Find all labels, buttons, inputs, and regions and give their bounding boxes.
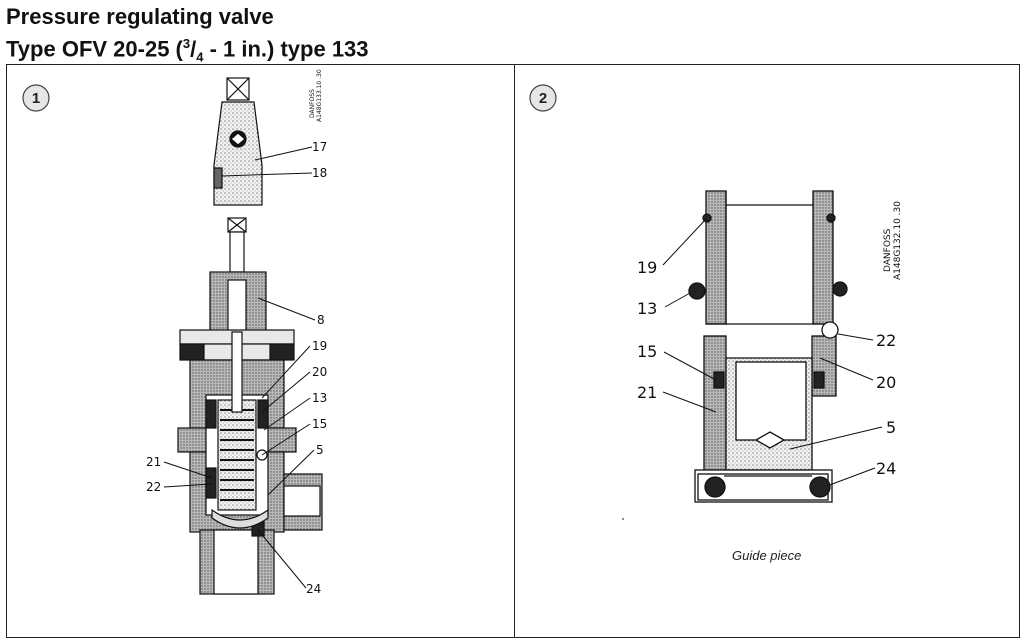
panel-1-labels: 17 18 8 19 20 13 15 5 21 22 24 xyxy=(146,140,327,596)
label-22: 21 xyxy=(637,383,657,402)
label-15: 22 xyxy=(876,331,896,350)
label-13: 13 xyxy=(312,391,327,405)
label-17: 17 xyxy=(312,140,327,154)
label-19: 19 xyxy=(637,258,657,277)
panel-2: 2 xyxy=(529,84,903,563)
label-19: 19 xyxy=(312,339,327,353)
label-20: 20 xyxy=(312,365,327,379)
label-8: 8 xyxy=(317,313,325,327)
valve-body xyxy=(177,271,323,595)
panel-1: 1 DANFOSS A148G133.10 .30 xyxy=(22,69,327,596)
page-subtitle: Type OFV 20-25 (3/4 - 1 in.) type 133 xyxy=(6,36,369,65)
label-24: 24 xyxy=(306,582,321,596)
label-21: 15 xyxy=(637,342,657,361)
guide-piece xyxy=(688,190,848,503)
cap-assembly xyxy=(213,77,263,206)
panel-2-labels: 19 13 15 21 22 20 5 24 xyxy=(637,258,896,478)
valve-stem xyxy=(227,217,247,273)
label-18: 18 xyxy=(312,166,327,180)
label-5: 5 xyxy=(886,418,896,437)
code-line-1: DANFOSS xyxy=(883,228,893,272)
panel-divider xyxy=(514,64,515,638)
panel-1-leaders xyxy=(163,146,316,589)
label-21: 21 xyxy=(146,455,161,469)
label-5: 5 xyxy=(316,443,324,457)
guide-piece-caption: Guide piece xyxy=(732,548,801,563)
code-line-2: A148G132.10 .30 xyxy=(893,201,903,280)
panel-2-badge-number: 2 xyxy=(539,90,547,107)
figure-frame xyxy=(6,64,1020,638)
panel-2-leaders xyxy=(662,218,883,487)
panel-2-badge: 2 xyxy=(529,84,557,112)
panel-1-code: DANFOSS A148G133.10 .30 xyxy=(309,69,323,122)
page-title: Pressure regulating valve xyxy=(6,4,274,29)
fraction-denominator: 4 xyxy=(196,49,204,65)
label-20: 20 xyxy=(876,373,896,392)
panel-1-badge: 1 xyxy=(22,84,50,112)
panel-1-badge-number: 1 xyxy=(32,90,40,107)
code-line-2: A148G133.10 .30 xyxy=(316,69,323,122)
panel-2-code: DANFOSS A148G132.10 .30 xyxy=(883,201,903,280)
stray-dot xyxy=(622,518,624,520)
label-24: 24 xyxy=(876,459,896,478)
code-line-1: DANFOSS xyxy=(309,89,316,118)
label-13: 13 xyxy=(637,299,657,318)
subtitle-prefix: Type OFV 20-25 ( xyxy=(6,36,183,62)
label-22: 22 xyxy=(146,480,161,494)
subtitle-suffix: - 1 in.) type 133 xyxy=(203,36,369,62)
label-15: 15 xyxy=(312,417,327,431)
fraction-numerator: 3 xyxy=(182,36,191,51)
